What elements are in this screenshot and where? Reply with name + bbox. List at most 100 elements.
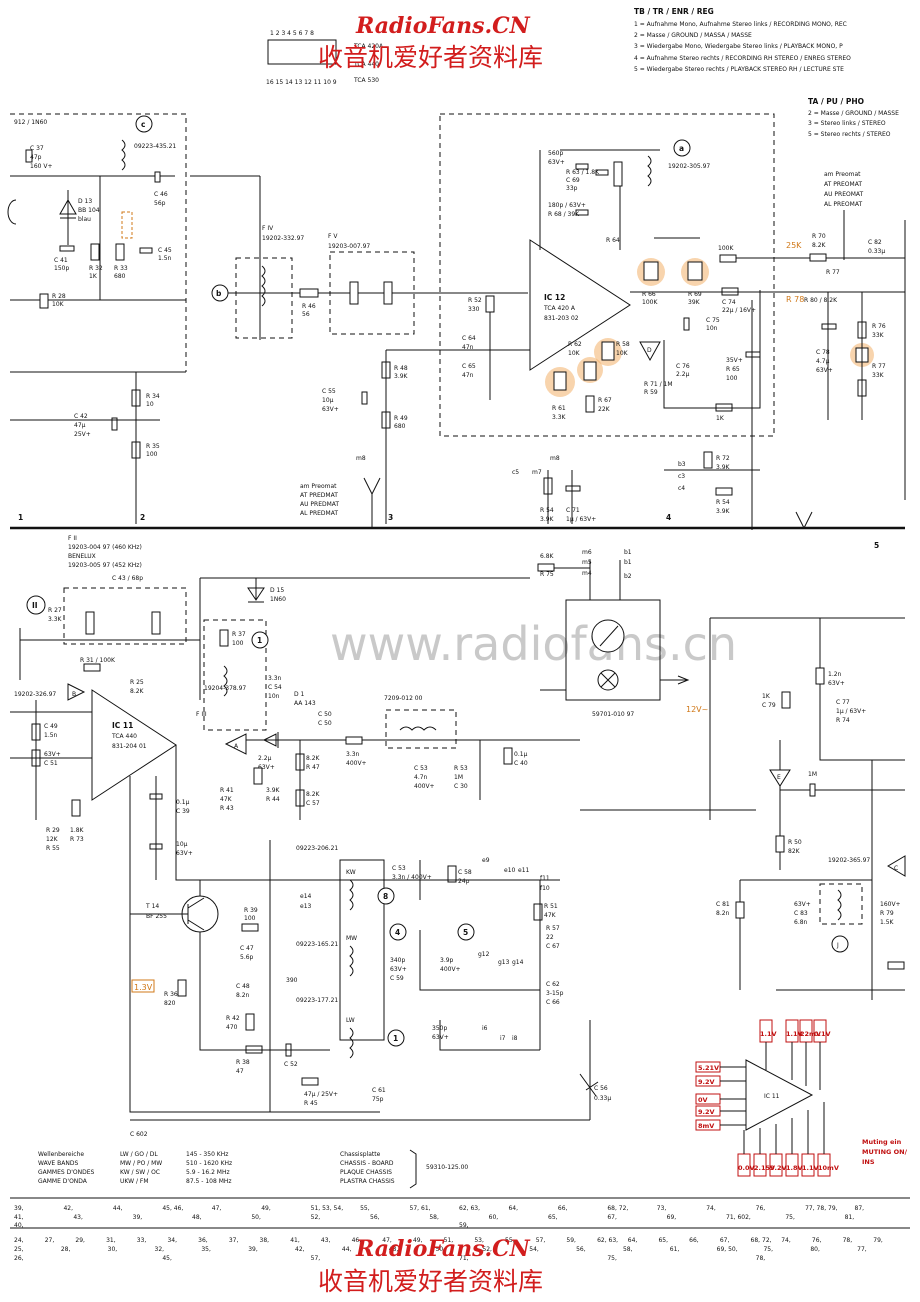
label-r59-val: 10K bbox=[568, 350, 581, 357]
label-r43: 8.2K bbox=[306, 755, 321, 762]
label-m5: 25K bbox=[786, 241, 802, 250]
bus-3: 3 bbox=[388, 513, 393, 522]
waveband-code-3: KW / SW / OC bbox=[120, 1169, 160, 1176]
label-ic12-type: TCA 420 A bbox=[543, 305, 576, 312]
waveband-range-1: 145 - 350 KHz bbox=[186, 1151, 228, 1158]
label-r25: 63V+ bbox=[44, 751, 61, 758]
index-entry: 74, bbox=[706, 1205, 716, 1212]
v-bottom-5: 1.1V bbox=[802, 1164, 819, 1172]
label-c30-val: C 39 bbox=[176, 808, 190, 815]
label-c42: C 42 bbox=[74, 413, 88, 420]
label-r61-val: 22K bbox=[598, 406, 611, 413]
label-r32: R 32 bbox=[89, 265, 103, 272]
label-r76: R 76 bbox=[872, 323, 886, 330]
index-entry: 71, 602, bbox=[726, 1214, 751, 1221]
index-entry: 41, bbox=[290, 1237, 300, 1244]
label-r65-val: R 59 bbox=[644, 389, 658, 396]
label-r46: R 46 bbox=[302, 303, 316, 310]
label-r77: R 77 bbox=[872, 363, 886, 370]
label-r38-val: 47 bbox=[236, 1068, 244, 1075]
label-d1: 2.2µ bbox=[258, 755, 272, 762]
label-afc: R 77 bbox=[826, 269, 840, 276]
label-r42: R 42 bbox=[226, 1015, 240, 1022]
label-c64-val: 47n bbox=[462, 344, 474, 351]
index-entry: 66, bbox=[689, 1237, 699, 1244]
pin-e13: e13 bbox=[300, 903, 312, 910]
svg-text:B: B bbox=[72, 691, 76, 698]
label-c59: 340p bbox=[390, 957, 405, 964]
index-entry: 45, 46, bbox=[162, 1205, 183, 1212]
waveband-range-3: 5.9 - 16.2 MHz bbox=[186, 1169, 230, 1176]
label-r62: R 58 bbox=[616, 341, 630, 348]
legend-ta-line-1: 2 = Masse / GROUND / MASSE bbox=[808, 110, 899, 117]
label-59705: 59701-010 97 bbox=[592, 711, 634, 718]
waveband-name-3: GAMMES D'ONDES bbox=[38, 1169, 95, 1176]
label-c66-tuner-volt: C 66 bbox=[546, 999, 560, 1006]
legend-tb-line-2: 2 = Masse / GROUND / MASSA / MASSE bbox=[634, 32, 752, 39]
pin-e9: e9 bbox=[482, 857, 490, 864]
index-entry: 39, bbox=[248, 1246, 258, 1253]
label-c53-tuner: 390 bbox=[286, 977, 298, 984]
label-c74: C 75 bbox=[706, 317, 720, 324]
index-entry: 39, bbox=[14, 1205, 24, 1212]
label-c48-val: 8.2n bbox=[236, 992, 250, 999]
watermark-site-name-bottom: RadioFans.CN bbox=[355, 1236, 531, 1262]
label-c67-val: 22 bbox=[546, 934, 554, 941]
label-r73: 1K bbox=[762, 693, 771, 700]
label-filter-fiii-part: 19204-378.97 bbox=[204, 685, 246, 692]
index-entry: 75, bbox=[785, 1214, 795, 1221]
label-c46: C 46 bbox=[154, 191, 168, 198]
label-ic12: IC 12 bbox=[544, 293, 565, 302]
v-bottom-1: 0.0V bbox=[738, 1164, 755, 1172]
label-filter-fiv: F IV bbox=[262, 225, 274, 232]
v-bottom-2: 2.15V bbox=[754, 1164, 775, 1172]
label-c50: R 41 bbox=[220, 787, 234, 794]
index-entry: 42, bbox=[295, 1246, 305, 1253]
v-top-4: 0.1V bbox=[814, 1030, 831, 1038]
index-entry: 68, 72, bbox=[607, 1205, 628, 1212]
label-c48: C 48 bbox=[236, 983, 250, 990]
label-r32-val: 1K bbox=[89, 273, 98, 280]
index-entry: 58, bbox=[429, 1214, 439, 1221]
index-entry: 77, bbox=[857, 1246, 867, 1253]
waveband-range-2: 510 - 1620 KHz bbox=[186, 1160, 232, 1167]
index-entry: 68, 72, bbox=[751, 1237, 772, 1244]
label-r49-val: 680 bbox=[394, 423, 406, 430]
index-entry: 69, bbox=[667, 1214, 677, 1221]
bus-2: 2 bbox=[140, 513, 145, 522]
label-c77: 1M bbox=[808, 771, 817, 778]
label-c66-top-val: 63V+ bbox=[548, 159, 565, 166]
label-c39-val: 12K bbox=[46, 836, 59, 843]
label-c57: C 53 bbox=[414, 765, 428, 772]
label-c57-val: 4.7n bbox=[414, 774, 428, 781]
pin-e11: e11 bbox=[518, 867, 530, 874]
label-c69: 180p / 63V+ bbox=[548, 202, 586, 209]
label-r38: R 38 bbox=[236, 1059, 250, 1066]
index-entry: 59, bbox=[459, 1222, 469, 1229]
label-m6: R 78 bbox=[786, 295, 804, 304]
label-c40-val: 63V+ bbox=[176, 850, 193, 857]
legend-turntable: TA / PU / PHO 2 = Masse / GROUND / MASSE… bbox=[808, 97, 899, 138]
bus-4: 4 bbox=[666, 513, 671, 522]
label-r50-val: 8.2n bbox=[716, 910, 730, 917]
label-c79: C 77 bbox=[836, 699, 850, 706]
ic12-fm-if-block: IC 12 TCA 420 A 831-203 02 a 19202-305.9… bbox=[322, 113, 790, 530]
index-entry: 79, bbox=[873, 1237, 883, 1244]
waveband-name-4: GAMME D'ONDA bbox=[38, 1178, 88, 1185]
label-r33: R 33 bbox=[114, 265, 128, 272]
label-c50-volt: R 43 bbox=[220, 805, 234, 812]
label-c55: C 55 bbox=[322, 388, 336, 395]
pin-c5: m8 bbox=[550, 455, 560, 462]
am-oscillator-block: T 14 BF 255 R 39 100 C 47 5.6p 1.3V R 36… bbox=[129, 840, 611, 1138]
label-d13-type: BB 104 bbox=[78, 207, 100, 214]
index-entry: 25, bbox=[14, 1246, 24, 1253]
index-entry: 41, bbox=[14, 1214, 24, 1221]
label-r52-val: 330 bbox=[468, 306, 480, 313]
pin-e14: e14 bbox=[300, 893, 312, 900]
index-entry: 74, bbox=[781, 1237, 791, 1244]
muting-block: 1K C 79 1.2n 63V+ C 77 1µ / 63V+ R 74 E … bbox=[580, 617, 906, 1000]
label-r47: 3.3n bbox=[346, 751, 360, 758]
label-c72-volt: 33p bbox=[566, 185, 578, 192]
label-r67: R 72 bbox=[716, 455, 730, 462]
